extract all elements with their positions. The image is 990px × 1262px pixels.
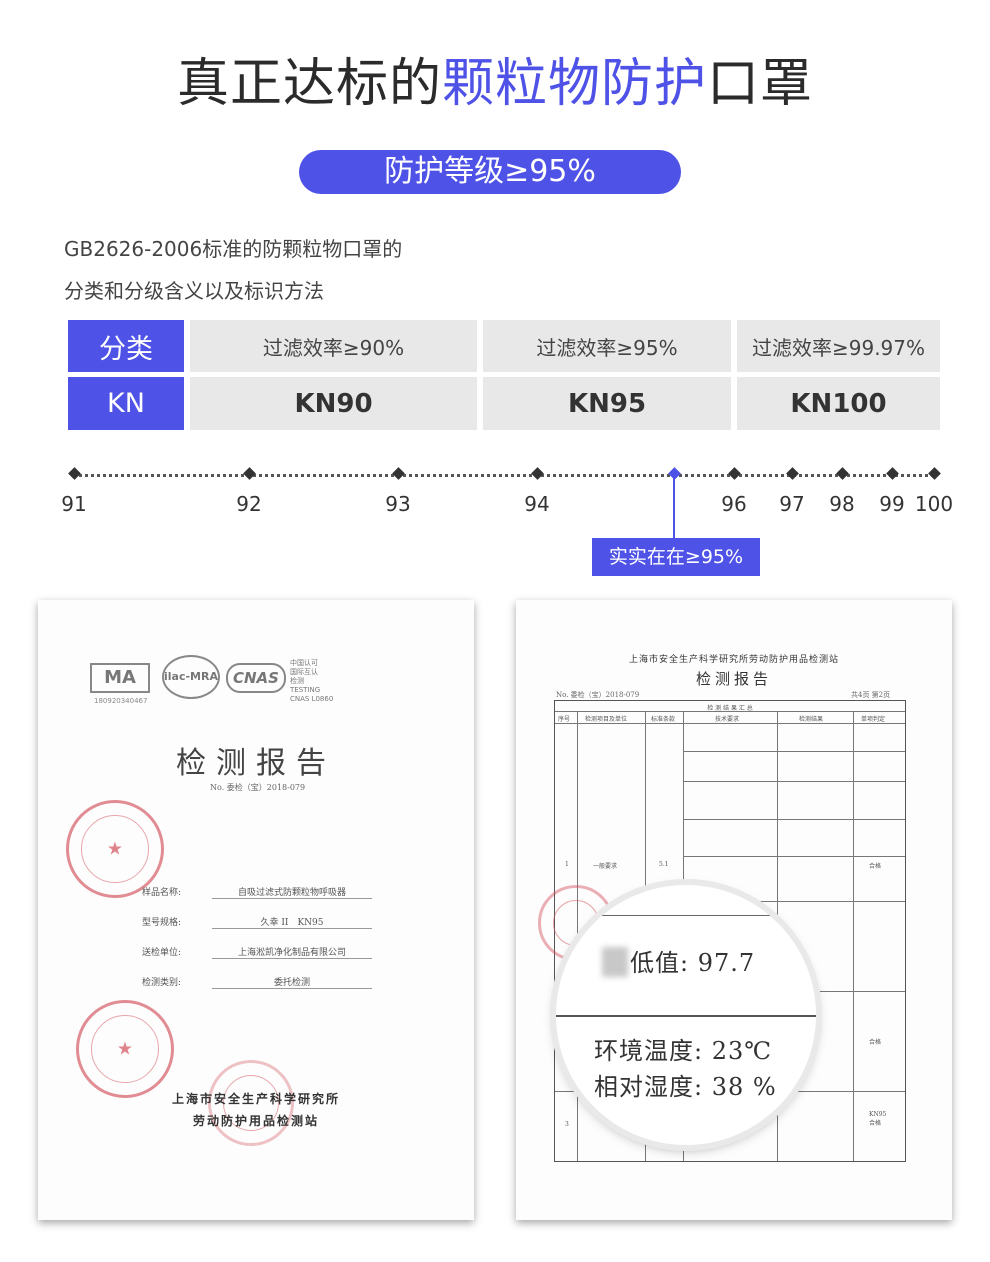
timeline-tick-100 [927, 467, 941, 480]
row3-verdict: KN95 合格 [869, 1111, 887, 1127]
results-org: 上海市安全生产科学研究所劳动防护用品检测站 [628, 655, 839, 665]
timeline-tick-98 [835, 467, 849, 480]
timeline-label-94: 94 [524, 492, 550, 516]
report-cover-document: MA 180920340467 ilac-MRA CNAS 中国认可国际互认检测… [38, 600, 474, 1220]
efficiency-cell-100: 过滤效率≥99.97% [737, 320, 940, 372]
headline-highlight: 颗粒物防护 [441, 54, 707, 114]
timeline-label-93: 93 [385, 492, 411, 516]
timeline-dotted-line [74, 474, 934, 477]
grade-cell-kn90: KN90 [190, 377, 477, 430]
timeline-badge: 实实在在≥95% [592, 538, 760, 576]
grade-cell-kn95: KN95 [483, 377, 731, 430]
field-model: 型号规格:久幸 II KN95 [142, 915, 372, 935]
efficiency-cell-90: 过滤效率≥90% [190, 320, 477, 372]
efficiency-timeline: 91 92 93 94 96 97 98 99 100 实实在在≥95% [0, 460, 990, 600]
field-sample-name: 样品名称:自吸过滤式防颗粒物呼吸器 [142, 885, 372, 905]
row-number: 1 [565, 861, 569, 868]
report-title: 检测报告 [176, 746, 336, 781]
row2-verdict: 合格 [869, 1039, 882, 1046]
results-title: 检测报告 [695, 670, 772, 688]
row-verdict: 合格 [869, 863, 882, 870]
issuer-line-1: 上海市安全生产科学研究所 [171, 1092, 340, 1106]
timeline-tick-92 [242, 467, 256, 480]
intro-line-1: GB2626-2006标准的防颗粒物口罩的 [64, 237, 403, 261]
timeline-label-99: 99 [879, 492, 905, 516]
timeline-label-98: 98 [829, 492, 855, 516]
field-test-type: 检测类别:委托检测 [142, 975, 372, 995]
cma-number: 180920340467 [94, 697, 148, 705]
grade-cell-kn100: KN100 [737, 377, 940, 430]
cnas-caption-line: CNAS L0860 [290, 695, 334, 703]
timeline-tick-91 [67, 467, 81, 480]
efficiency-cell-95: 过滤效率≥95% [483, 320, 731, 372]
cnas-caption-line: 国际互认 [290, 668, 318, 676]
col-header-result: 检测结果 [799, 716, 824, 723]
col-header-item: 检测项目及单位 [585, 716, 628, 723]
ilac-logo: ilac-MRA [162, 655, 220, 699]
timeline-label-96: 96 [721, 492, 747, 516]
certification-logos: MA 180920340467 ilac-MRA CNAS 中国认可国际互认检测… [90, 655, 390, 705]
summary-heading: 检 测 结 果 汇 总 [707, 705, 753, 712]
red-seal-stamp: ★ [66, 800, 164, 898]
field-submitter: 送检单位:上海淞凯净化制品有限公司 [142, 945, 372, 965]
row-item: 一般要求 [593, 863, 618, 870]
timeline-label-97: 97 [779, 492, 805, 516]
timeline-label-92: 92 [236, 492, 262, 516]
results-page-number: 共4页 第2页 [851, 691, 891, 699]
timeline-tick-97 [785, 467, 799, 480]
blurred-prefix [602, 947, 628, 977]
red-seal-stamp-lower: ★ [76, 1000, 174, 1098]
timeline-tick-99 [885, 467, 899, 480]
timeline-label-100: 100 [914, 492, 954, 516]
cnas-caption-line: TESTING [290, 686, 321, 694]
report-results-document: 上海市安全生产科学研究所劳动防护用品检测站 检测报告 No. 委检（宝）2018… [516, 600, 952, 1220]
page-headline: 真正达标的颗粒物防护口罩 [0, 52, 990, 116]
cnas-caption-line: 中国认可 [290, 659, 318, 667]
headline-part1: 真正达标的 [176, 54, 442, 114]
magnified-min-value: 低值: 97.7 [630, 949, 756, 977]
category-header: 分类 [68, 320, 184, 372]
col-header-requirement: 技术要求 [715, 716, 740, 723]
kn-header: KN [68, 377, 184, 430]
intro-text: GB2626-2006标准的防颗粒物口罩的 分类和分级含义以及标识方法 [64, 228, 402, 312]
row-clause: 5.1 [659, 861, 669, 868]
results-report-number: No. 委检（宝）2018-079 [556, 691, 640, 699]
timeline-pointer-line [673, 476, 675, 550]
headline-part2: 口罩 [707, 54, 814, 114]
timeline-tick-96 [727, 467, 741, 480]
cnas-logo: CNAS [226, 663, 286, 693]
report-number: No. 委检（宝）2018-079 [210, 783, 306, 792]
issuer-line-2: 劳动防护用品检测站 [192, 1114, 319, 1128]
timeline-tick-93 [391, 467, 405, 480]
col-header-clause: 标准条款 [651, 716, 676, 723]
row3-number: 3 [565, 1121, 569, 1128]
timeline-label-91: 91 [61, 492, 87, 516]
col-header-verdict: 单项判定 [861, 716, 886, 723]
intro-line-2: 分类和分级含义以及标识方法 [64, 279, 324, 303]
cma-logo: MA [90, 663, 150, 693]
timeline-tick-94 [530, 467, 544, 480]
col-header-no: 序号 [558, 716, 571, 723]
magnifier-callout: 低值: 97.7 环境温度: 23℃ 相对湿度: 38 % [556, 885, 816, 1145]
cnas-caption-line: 检测 [290, 677, 304, 685]
protection-level-pill: 防护等级≥95% [299, 150, 681, 194]
magnified-temperature: 环境温度: 23℃ [594, 1037, 773, 1065]
magnified-humidity: 相对湿度: 38 % [594, 1073, 777, 1101]
faint-seal-stamp [208, 1060, 294, 1146]
